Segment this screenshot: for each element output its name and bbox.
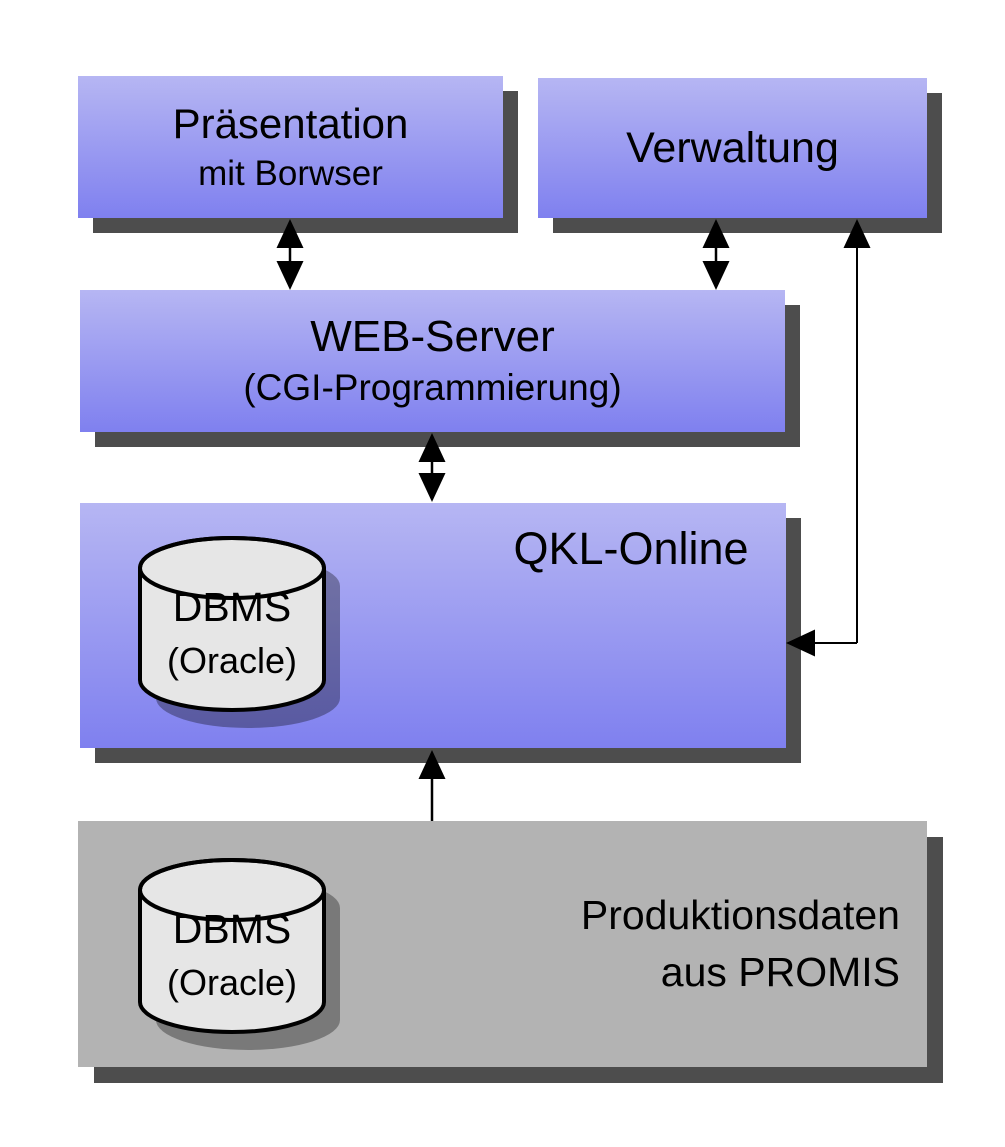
box-praesentation-title: Präsentation bbox=[172, 100, 409, 147]
cylinder-dbms-qkl-sublabel: (Oracle) bbox=[166, 640, 297, 681]
box-produktionsdaten-text: Produktionsdaten aus PROMIS bbox=[78, 821, 900, 1067]
arrow-praesentation-webserver bbox=[276, 219, 304, 290]
box-verwaltung: Verwaltung bbox=[538, 78, 927, 218]
cylinder-dbms-qkl-label: DBMS bbox=[172, 584, 292, 630]
arrow-qkl-verwaltung bbox=[786, 219, 871, 657]
box-praesentation-subtitle: mit Borwser bbox=[198, 154, 383, 193]
arrow-verwaltung-webserver bbox=[702, 219, 730, 290]
box-webserver-title: WEB-Server bbox=[310, 312, 555, 361]
cylinder-dbms-promis-sublabel: (Oracle) bbox=[166, 962, 297, 1003]
box-produktionsdaten-line2: aus PROMIS bbox=[660, 949, 900, 995]
box-webserver-subtitle: (CGI-Programmierung) bbox=[243, 367, 622, 408]
arrow-promis-qkl bbox=[418, 750, 446, 821]
database-cylinder-icon bbox=[138, 536, 340, 728]
box-praesentation: Präsentation mit Borwser bbox=[78, 76, 503, 218]
cylinder-dbms-promis: DBMS (Oracle) bbox=[138, 858, 344, 1052]
box-verwaltung-title: Verwaltung bbox=[626, 124, 839, 172]
cylinder-dbms-qkl: DBMS (Oracle) bbox=[138, 536, 344, 730]
box-webserver: WEB-Server (CGI-Programmierung) bbox=[80, 290, 785, 432]
database-cylinder-icon bbox=[138, 858, 340, 1050]
box-qkl-online-title: QKL-Online bbox=[513, 523, 749, 574]
arrow-webserver-qkl bbox=[418, 433, 446, 502]
cylinder-dbms-promis-label: DBMS bbox=[172, 906, 292, 952]
box-produktionsdaten-line1: Produktionsdaten bbox=[580, 892, 900, 938]
